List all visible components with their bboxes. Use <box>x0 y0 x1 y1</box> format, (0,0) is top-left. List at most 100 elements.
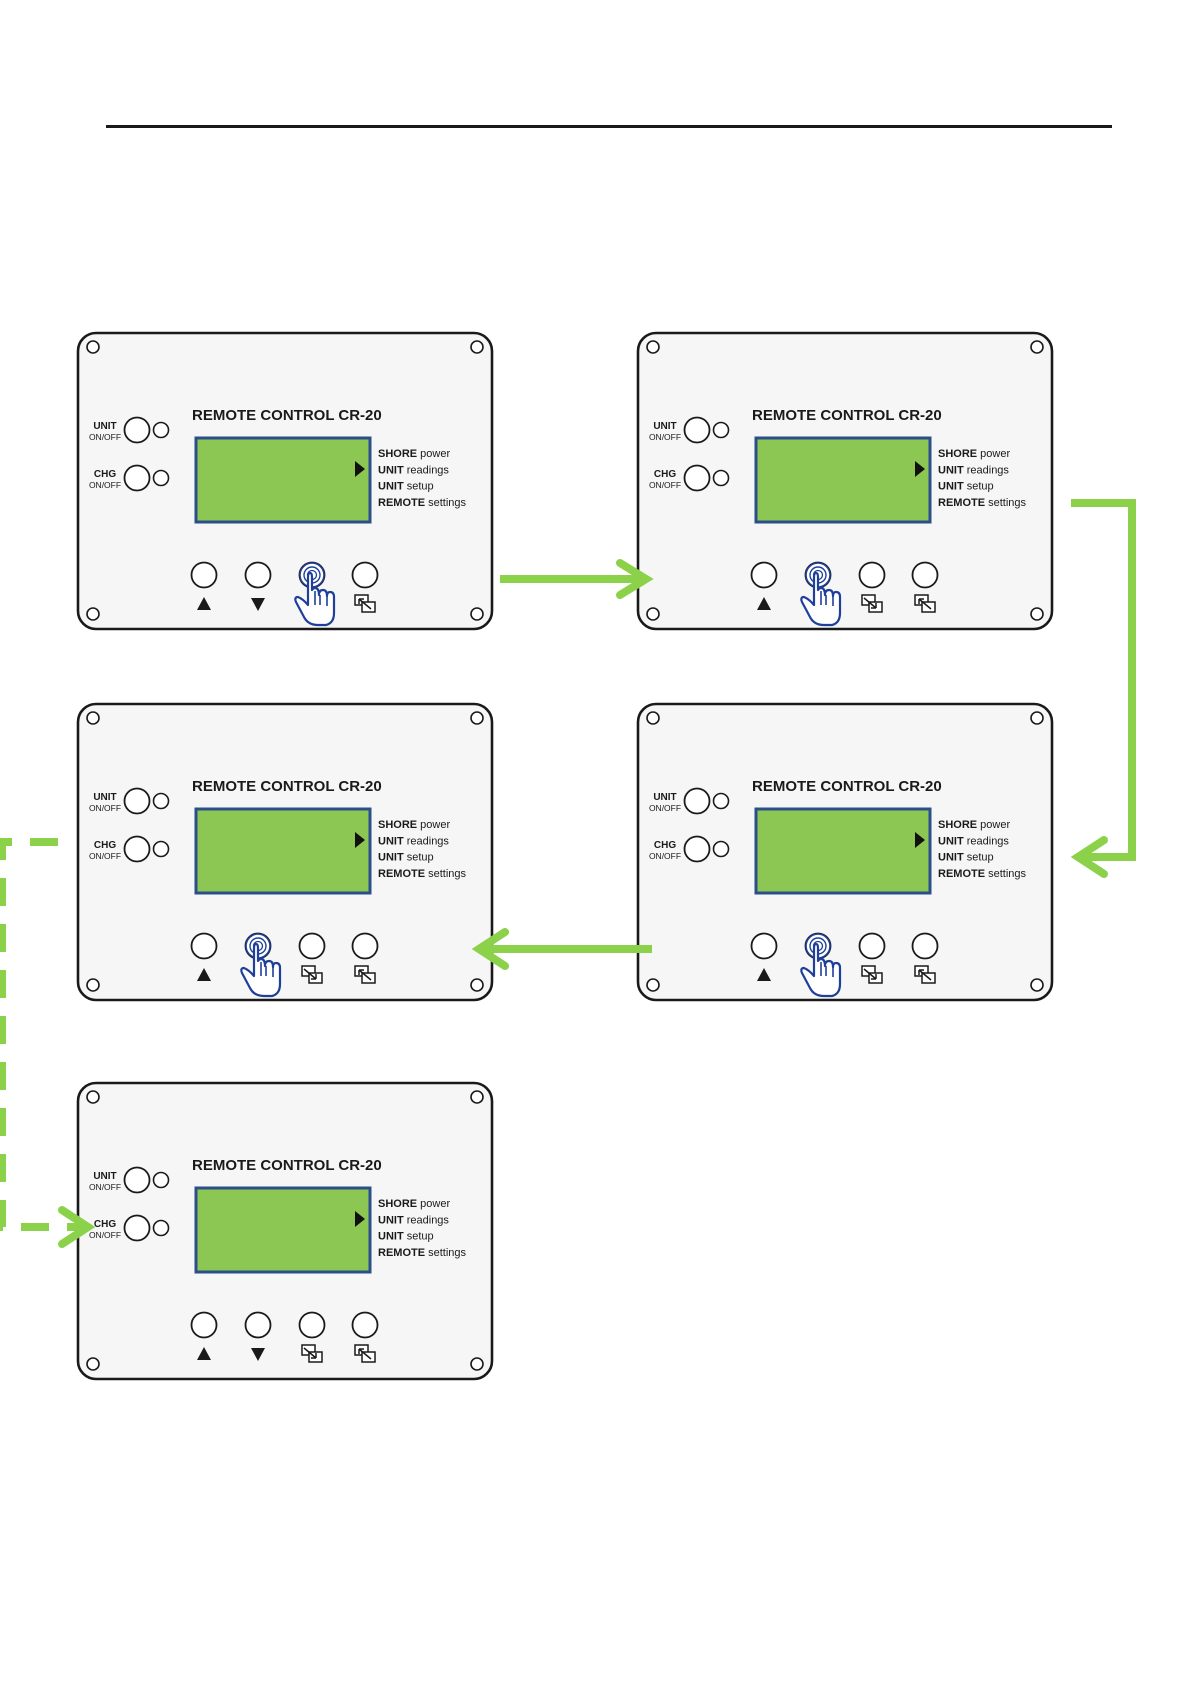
keypad-button-down-arrow[interactable] <box>244 561 272 589</box>
header-rule <box>106 125 1112 128</box>
escape-key-icon <box>354 965 376 984</box>
menu-pointer-icon <box>915 832 925 848</box>
unit-sub-label: ON/OFF <box>649 432 681 442</box>
unit-power-button[interactable] <box>123 787 151 815</box>
unit-led <box>152 792 170 810</box>
unit-label: UNIT <box>93 421 116 432</box>
screw-icon <box>1030 340 1044 354</box>
enter-key-icon <box>301 1344 323 1363</box>
lcd-screen <box>754 436 932 524</box>
menu-item: REMOTE settings <box>378 497 467 509</box>
screw-icon <box>470 711 484 725</box>
chg-power-button[interactable] <box>683 835 711 863</box>
menu-item: UNIT readings <box>378 835 449 847</box>
screw-icon <box>86 1357 100 1371</box>
chg-power-button[interactable] <box>123 1214 151 1242</box>
screw-icon <box>1030 711 1044 725</box>
keypad-button-up-arrow[interactable] <box>190 561 218 589</box>
chg-led <box>712 469 730 487</box>
screw-icon <box>470 978 484 992</box>
unit-power-button[interactable] <box>123 416 151 444</box>
escape-key-icon <box>914 594 936 613</box>
screw-icon <box>86 340 100 354</box>
screw-icon <box>646 978 660 992</box>
menu-item: UNIT readings <box>378 1214 449 1226</box>
menu-item: UNIT setup <box>378 1231 434 1243</box>
screw-icon <box>86 1090 100 1104</box>
arrow-step2-to-step4 <box>1070 499 1136 878</box>
unit-label: UNIT <box>93 792 116 803</box>
keypad-button-up-arrow[interactable] <box>190 1311 218 1339</box>
keypad-button-enter-key[interactable] <box>298 1311 326 1339</box>
menu-pointer-icon <box>915 461 925 477</box>
chg-sub-label: ON/OFF <box>89 851 121 861</box>
enter-key-icon <box>861 965 883 984</box>
panel-title: REMOTE CONTROL CR-20 <box>192 1157 382 1174</box>
keypad-button-escape-key[interactable] <box>911 932 939 960</box>
arrow-step1-to-step2 <box>500 559 654 599</box>
chg-sub-label: ON/OFF <box>649 480 681 490</box>
menu-pointer-icon <box>355 832 365 848</box>
unit-sub-label: ON/OFF <box>649 803 681 813</box>
flow-arrows <box>0 499 1136 1248</box>
chg-label: CHG <box>654 840 676 851</box>
screw-icon <box>470 1090 484 1104</box>
unit-power-button[interactable] <box>683 416 711 444</box>
chg-sub-label: ON/OFF <box>89 1230 121 1240</box>
keypad-button-up-arrow[interactable] <box>750 932 778 960</box>
unit-power-button[interactable] <box>123 1166 151 1194</box>
menu-item: REMOTE settings <box>938 497 1027 509</box>
menu-item: REMOTE settings <box>938 868 1027 880</box>
panel-title: REMOTE CONTROL CR-20 <box>192 778 382 795</box>
screw-icon <box>646 711 660 725</box>
screw-icon <box>470 340 484 354</box>
screw-icon <box>470 607 484 621</box>
keypad-button-down-arrow[interactable] <box>244 1311 272 1339</box>
keypad-button-escape-key[interactable] <box>351 1311 379 1339</box>
menu-item: UNIT readings <box>938 464 1009 476</box>
keypad-button-enter-key[interactable] <box>298 932 326 960</box>
keypad-button-enter-key[interactable] <box>858 561 886 589</box>
menu-pointer-icon <box>355 461 365 477</box>
escape-key-icon <box>354 594 376 613</box>
menu-item: SHORE power <box>378 819 450 831</box>
keypad-button-up-arrow[interactable] <box>190 932 218 960</box>
unit-label: UNIT <box>93 1171 116 1182</box>
escape-key-icon <box>354 1344 376 1363</box>
chg-sub-label: ON/OFF <box>649 851 681 861</box>
screw-icon <box>646 607 660 621</box>
keypad-button-up-arrow[interactable] <box>750 561 778 589</box>
chg-label: CHG <box>654 469 676 480</box>
up-arrow-icon <box>757 597 771 610</box>
keypad-button-escape-key[interactable] <box>351 561 379 589</box>
unit-power-button[interactable] <box>683 787 711 815</box>
screw-icon <box>86 607 100 621</box>
unit-led <box>712 792 730 810</box>
keypad-button-escape-key[interactable] <box>911 561 939 589</box>
unit-sub-label: ON/OFF <box>89 803 121 813</box>
up-arrow-icon <box>197 1347 211 1360</box>
menu-item: UNIT setup <box>378 481 434 493</box>
menu-item: SHORE power <box>378 448 450 460</box>
unit-sub-label: ON/OFF <box>89 1182 121 1192</box>
chg-led <box>152 840 170 858</box>
screw-icon <box>1030 978 1044 992</box>
keypad-button-escape-key[interactable] <box>351 932 379 960</box>
unit-label: UNIT <box>653 792 676 803</box>
menu-item: SHORE power <box>938 819 1010 831</box>
chg-power-button[interactable] <box>123 835 151 863</box>
up-arrow-icon <box>757 968 771 981</box>
screw-icon <box>646 340 660 354</box>
unit-label: UNIT <box>653 421 676 432</box>
chg-power-button[interactable] <box>683 464 711 492</box>
enter-key-icon <box>861 594 883 613</box>
keypad-button-enter-key[interactable] <box>858 932 886 960</box>
escape-key-icon <box>914 965 936 984</box>
chg-power-button[interactable] <box>123 464 151 492</box>
panel-title: REMOTE CONTROL CR-20 <box>192 407 382 424</box>
menu-item: UNIT setup <box>938 481 994 493</box>
